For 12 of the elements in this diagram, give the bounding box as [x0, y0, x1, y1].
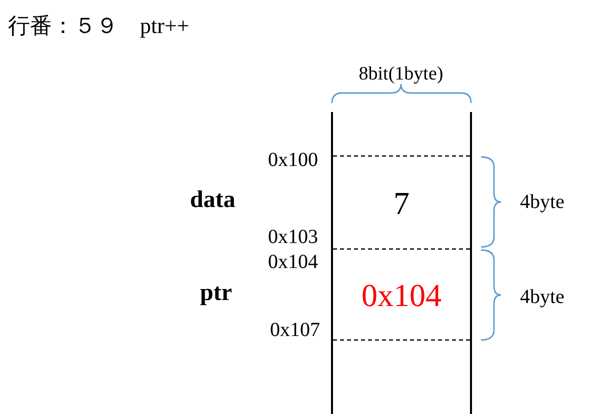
address-label: 0x107 [270, 320, 320, 340]
variable-name: data [190, 188, 236, 212]
cell-value: 7 [394, 186, 410, 218]
address-label: 0x103 [268, 227, 318, 247]
width-label: 8bit(1byte) [358, 64, 444, 84]
title: 行番：５９ ptr++ [8, 15, 190, 37]
address-label: 0x100 [268, 150, 318, 170]
variable-name: ptr [200, 281, 232, 305]
size-label: 4byte [520, 192, 564, 212]
cell-value: 0x104 [362, 278, 442, 310]
address-label: 0x104 [268, 252, 318, 272]
size-label: 4byte [520, 287, 564, 307]
